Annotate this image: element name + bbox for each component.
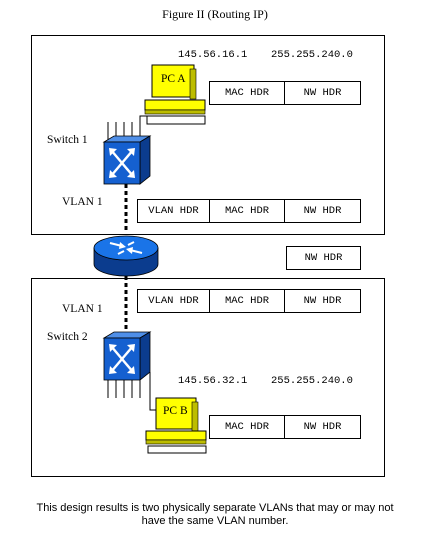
top-segment-panel <box>31 35 385 235</box>
frame-cell-nw-hdr: NW HDR <box>304 252 343 264</box>
pc-b-ip-address: 145.56.32.1 <box>178 375 248 387</box>
pc-a-frame: MAC HDR NW HDR <box>209 81 361 105</box>
pc-b-subnet-mask: 255.255.240.0 <box>271 375 353 387</box>
switch-2-label: Switch 2 <box>47 331 88 343</box>
frame-cell-mac-hdr: MAC HDR <box>210 290 285 312</box>
figure-title: Figure II (Routing IP) <box>162 7 268 21</box>
router-frame: NW HDR <box>286 246 361 270</box>
frame-cell-mac-hdr: MAC HDR <box>210 416 285 438</box>
pc-b-frame: MAC HDR NW HDR <box>209 415 361 439</box>
vlan-1-label-bottom: VLAN 1 <box>62 303 103 315</box>
frame-cell-vlan-hdr: VLAN HDR <box>138 200 210 222</box>
switch-1-icon <box>102 135 152 185</box>
router-icon <box>93 235 159 277</box>
pc-a-label: PC A <box>161 73 186 85</box>
figure-caption: This design results is two physically se… <box>0 502 430 528</box>
switch-1-label: Switch 1 <box>47 134 88 146</box>
caption-line-1: This design results is two physically se… <box>36 502 394 514</box>
pc-a-icon <box>144 64 206 125</box>
trunk-frame-top: VLAN HDR MAC HDR NW HDR <box>137 199 361 223</box>
frame-cell-nw-hdr: NW HDR <box>303 87 342 99</box>
pc-b-label: PC B <box>163 405 188 417</box>
caption-line-2: have the same VLAN number. <box>141 515 289 527</box>
frame-cell-nw-hdr: NW HDR <box>303 295 342 307</box>
pc-a-subnet-mask: 255.255.240.0 <box>271 49 353 61</box>
frame-cell-mac-hdr: MAC HDR <box>210 200 285 222</box>
frame-cell-vlan-hdr: VLAN HDR <box>138 290 210 312</box>
pc-a-ip-address: 145.56.16.1 <box>178 49 248 61</box>
switch-2-icon <box>102 331 152 381</box>
frame-cell-nw-hdr: NW HDR <box>303 421 342 433</box>
bottom-segment-panel <box>31 278 385 477</box>
vlan-1-label-top: VLAN 1 <box>62 196 103 208</box>
pc-b-icon <box>145 397 207 454</box>
frame-cell-nw-hdr: NW HDR <box>303 205 342 217</box>
frame-cell-mac-hdr: MAC HDR <box>210 82 285 104</box>
trunk-frame-bottom: VLAN HDR MAC HDR NW HDR <box>137 289 361 313</box>
switch-2-ports <box>107 372 156 411</box>
